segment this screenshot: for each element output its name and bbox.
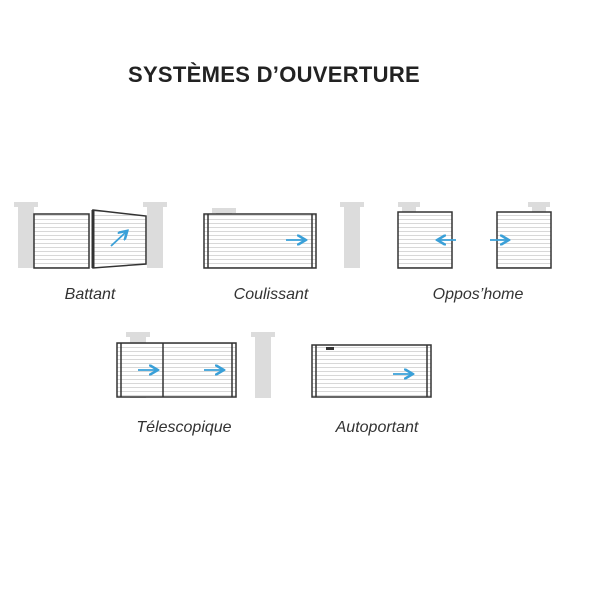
coulissant-gate-icon: [203, 202, 364, 269]
caption-coulissant: Coulissant: [233, 286, 309, 303]
caption-battant: Battant: [64, 286, 116, 303]
telescopique-gate-icon: [116, 332, 275, 398]
caption-autoportant: Autoportant: [335, 419, 419, 436]
caption-telescopique: Télescopique: [136, 419, 232, 436]
caption-opposhome: Oppos’home: [432, 286, 524, 303]
battant-gate-icon: [14, 202, 167, 269]
page-title: SYSTÈMES D’OUVERTURE: [127, 62, 421, 87]
autoportant-gate-icon: [311, 344, 432, 398]
opposhome-gate-icon: [397, 202, 552, 269]
